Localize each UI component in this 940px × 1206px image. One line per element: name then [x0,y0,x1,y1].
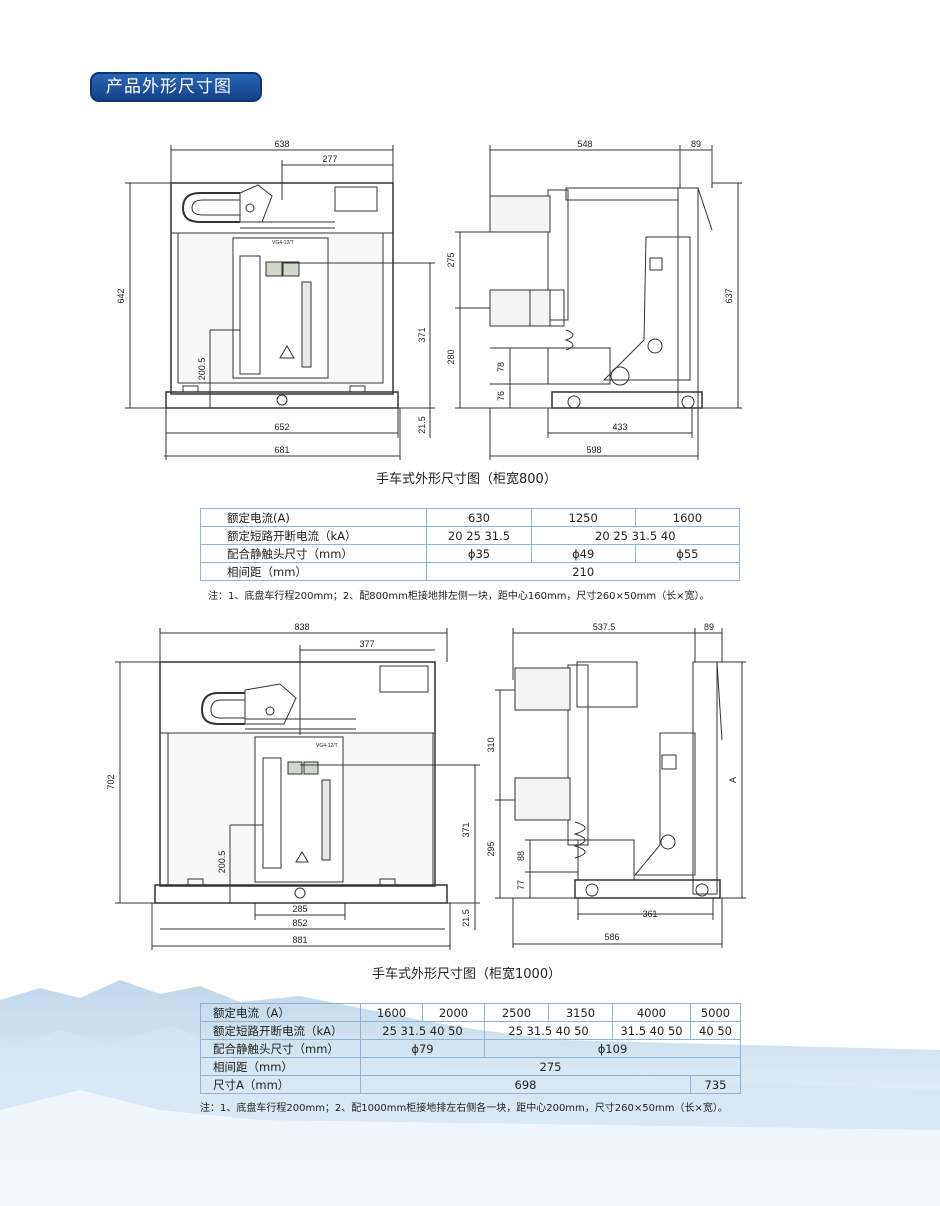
table-cell: ϕ55 [634,544,741,563]
dim-side-bracket: 88 [516,851,526,861]
dim-front-rail-height: 21.5 [461,909,471,927]
figure1-caption: 手车式外形尺寸图（柜宽800） [376,472,557,487]
dimension-labels-800: 638 277 642 200.5 371 652 681 21.5 VG4-1… [116,139,734,455]
table-cell: 698 [360,1075,691,1094]
table-cell: 25 31.5 40 50 [360,1021,485,1040]
dim-front-contact-height: 371 [417,327,427,342]
table-row: 额定电流(A) 630 1250 1600 [199,508,741,527]
row-label: 相间距（mm） [200,1057,361,1076]
dim-side-base: 77 [516,880,526,890]
dim-side-upper-spacing: 310 [486,737,496,752]
row-label: 额定短路开断电流（kA） [199,526,428,545]
dim-side-height-a: A [728,777,738,783]
table-cell: ϕ35 [426,544,532,563]
dim-front-center-offset: 377 [359,639,374,649]
table-cell: 210 [426,562,740,581]
dim-side-base: 76 [496,391,506,401]
row-label: 尺寸A（mm） [200,1075,361,1094]
table-cell: 1250 [530,508,636,527]
spec-table-1000: 额定电流（A） 1600 2000 2500 3150 4000 5000 额定… [200,1003,741,1094]
dim-side-height: 637 [724,288,734,303]
dim-front-total-width: 881 [292,935,307,945]
dim-front-rail-width: 652 [274,422,289,432]
row-label: 额定电流（A） [200,1003,361,1022]
dim-side-front-offset: 89 [691,139,701,149]
dim-side-total-depth: 598 [586,445,601,455]
table-cell: 630 [426,508,532,527]
table-cell: 25 31.5 40 50 [484,1021,613,1040]
table1-note: 注：1、底盘车行程200mm；2、配800mm柜接地排左侧一块，距中心160mm… [208,591,710,602]
dim-front-panel-height: 200.5 [217,851,227,874]
dim-front-width: 838 [294,622,309,632]
table-cell: 31.5 40 50 [612,1021,691,1040]
table-cell: ϕ49 [530,544,636,563]
dim-side-depth: 537.5 [593,622,616,632]
side-view-800 [455,145,742,460]
dim-front-total-width: 681 [274,445,289,455]
dim-front-height: 642 [116,288,126,303]
front-view-1000 [115,628,480,950]
dimension-labels-1000: 838 377 702 200.5 371 285 852 881 21.5 V… [106,622,738,945]
dim-side-upper-spacing: 275 [446,252,456,267]
dim-front-rail-height: 21.5 [417,416,427,434]
table-row: 相间距（mm） 275 [200,1057,741,1076]
row-label: 额定短路开断电流（kA） [200,1021,361,1040]
table-row: 额定短路开断电流（kA） 20 25 31.5 20 25 31.5 40 [199,526,741,545]
dim-side-depth: 548 [577,139,592,149]
table-row: 配合静触头尺寸（mm） ϕ35 ϕ49 ϕ55 [199,544,741,563]
table-cell: 4000 [612,1003,691,1022]
table-cell: 2500 [484,1003,549,1022]
dim-side-total-depth: 586 [604,932,619,942]
nameplate-text: VG4-12/T [272,240,294,246]
table-cell: 735 [690,1075,741,1094]
dim-front-rail-width: 852 [292,918,307,928]
row-label: 配合静触头尺寸（mm） [199,544,428,563]
table-cell: 1600 [360,1003,423,1022]
dim-side-chassis: 433 [612,422,627,432]
dim-front-center-offset: 277 [322,154,337,164]
row-label: 相间距（mm） [199,562,428,581]
section-title-badge: 产品外形尺寸图 [90,72,262,102]
table-cell: 2000 [422,1003,485,1022]
table-cell: 20 25 31.5 40 [530,526,741,545]
table-cell: 20 25 31.5 [426,526,532,545]
table2-note: 注：1、底盘车行程200mm；2、配1000mm柜接地排左右侧各一块，距中心20… [200,1103,728,1114]
table-row: 配合静触头尺寸（mm） ϕ79 ϕ109 [200,1039,741,1058]
dim-side-front-offset: 89 [704,622,714,632]
side-view-1000 [495,628,746,948]
row-label: 额定电流(A) [199,508,428,527]
dim-side-lower-height: 295 [486,841,496,856]
front-view-800 [125,145,435,460]
table-cell: 5000 [690,1003,741,1022]
spec-table-800: 额定电流(A) 630 1250 1600 额定短路开断电流（kA） 20 25… [199,508,741,581]
dim-side-bracket: 78 [496,362,506,372]
table-row: 尺寸A（mm） 698 735 [200,1075,741,1094]
dim-front-height: 702 [106,774,116,789]
dim-side-chassis: 361 [642,909,657,919]
dim-front-width: 638 [274,139,289,149]
table-cell: 40 50 [690,1021,741,1040]
table-row: 额定电流（A） 1600 2000 2500 3150 4000 5000 [200,1003,741,1022]
nameplate-text: VG4-12/T [316,743,338,749]
table-cell: ϕ109 [484,1039,741,1058]
dim-front-panel-width: 285 [292,904,307,914]
figure2-caption: 手车式外形尺寸图（柜宽1000） [372,967,562,982]
row-label: 配合静触头尺寸（mm） [200,1039,361,1058]
table-row: 相间距（mm） 210 [199,562,740,581]
table-cell: 275 [360,1057,741,1076]
table-row: 额定短路开断电流（kA） 25 31.5 40 50 25 31.5 40 50… [200,1021,741,1040]
dim-front-panel-height: 200.5 [197,358,207,381]
table-cell: 1600 [634,508,741,527]
dim-side-lower-height: 280 [446,349,456,364]
dim-front-contact-height: 371 [461,822,471,837]
table-cell: ϕ79 [360,1039,485,1058]
table-cell: 3150 [548,1003,613,1022]
